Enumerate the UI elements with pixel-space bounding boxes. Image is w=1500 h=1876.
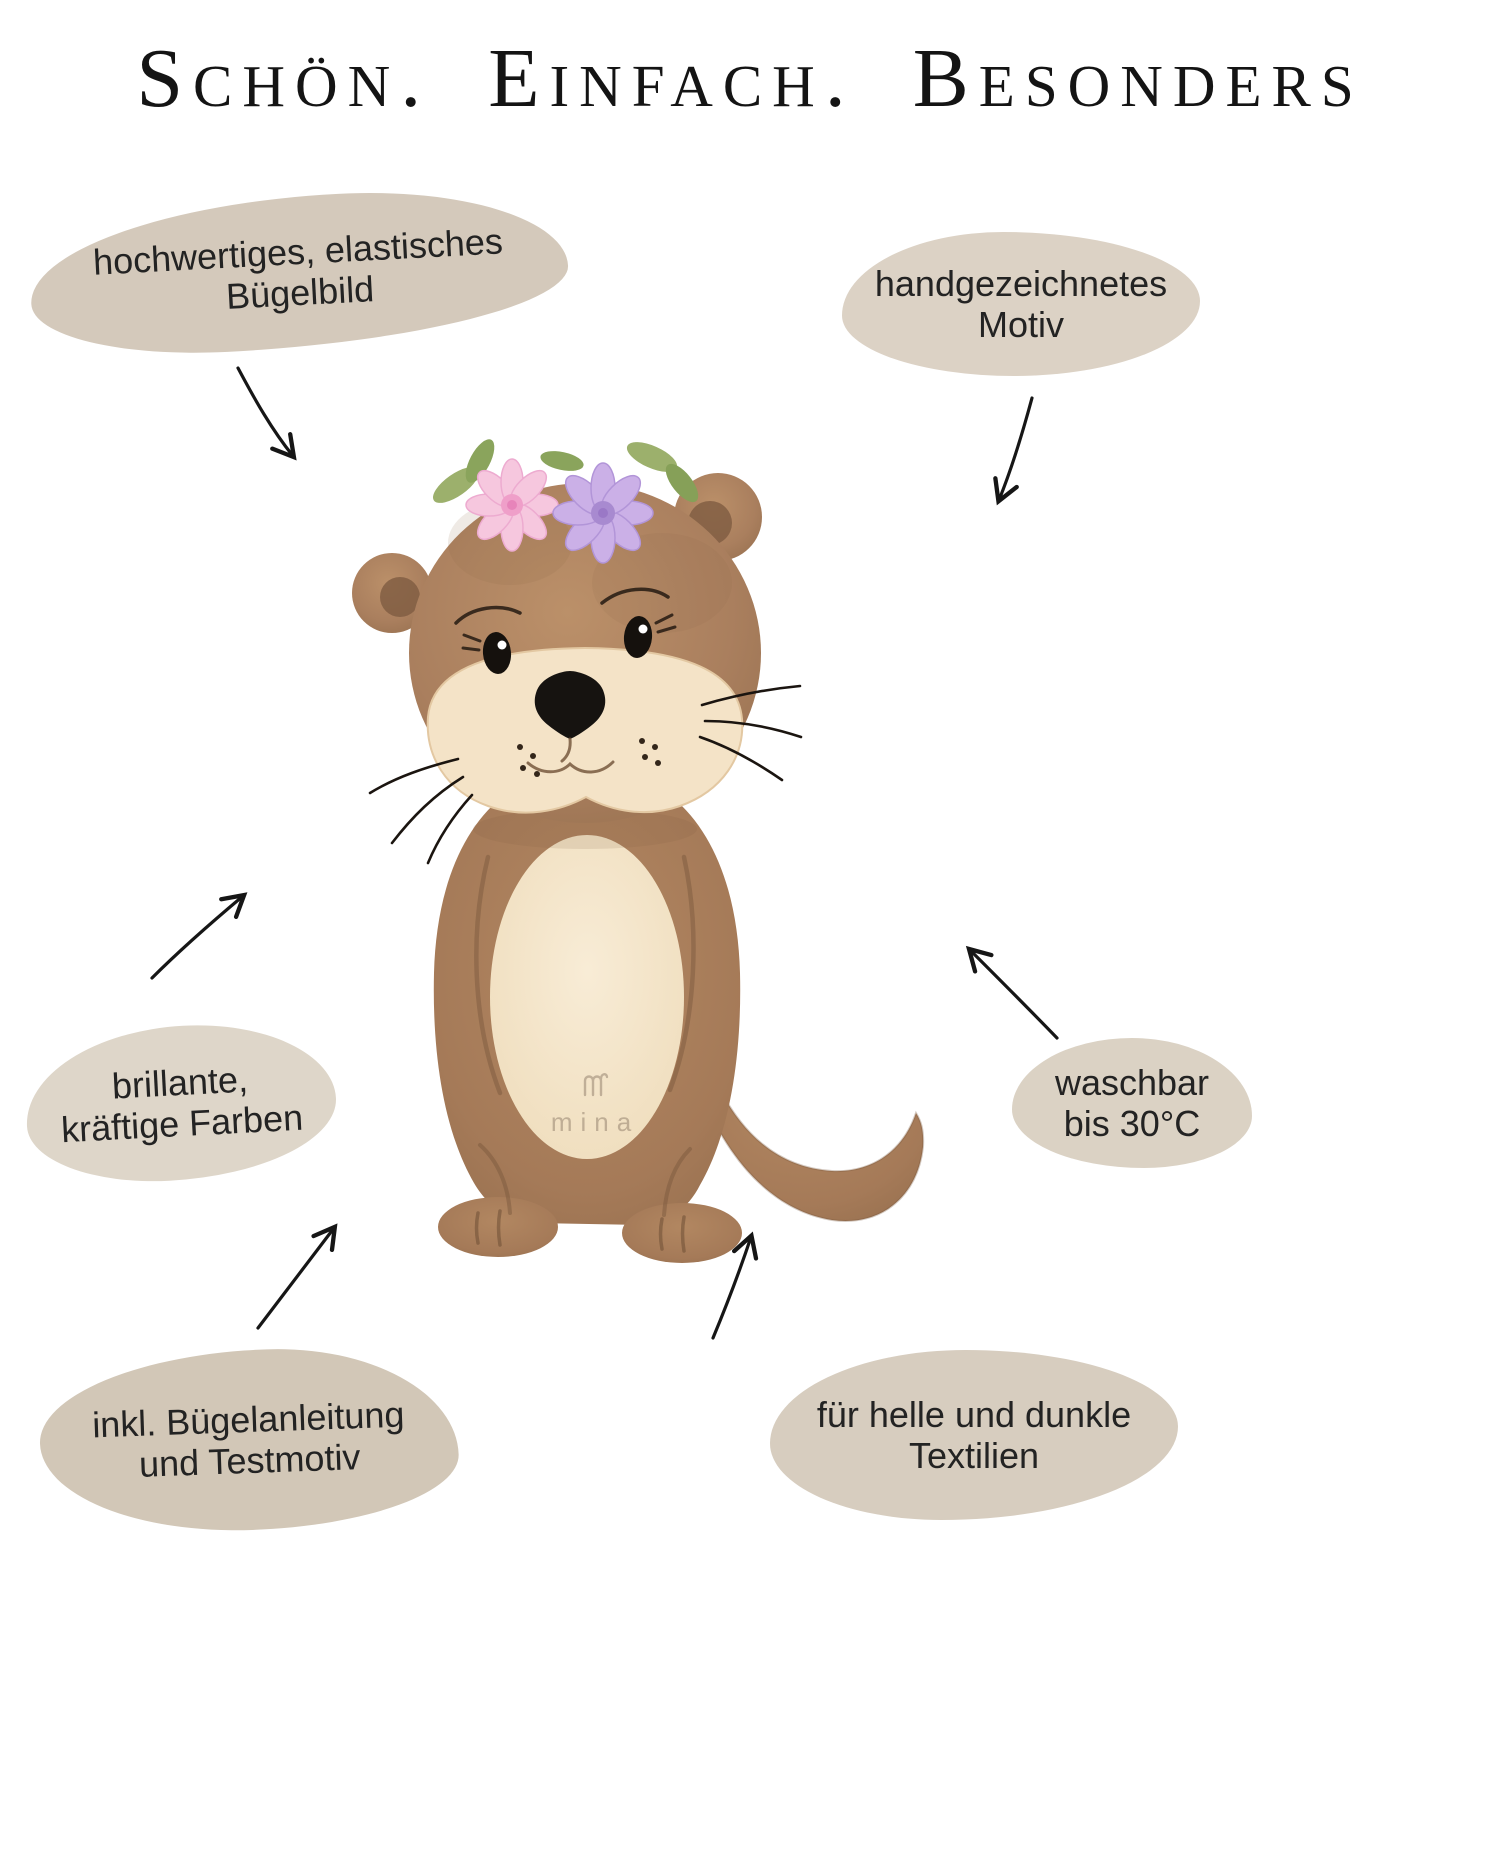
watermark-text: mina	[550, 1107, 640, 1137]
otter-nose	[534, 671, 606, 739]
arrow-mid-right-icon	[965, 945, 1059, 1040]
purple-flower	[552, 462, 654, 564]
feature-text-line: Textilien	[908, 1435, 1040, 1476]
otter-body	[433, 797, 742, 1263]
watermark: mina	[540, 1068, 650, 1138]
feature-blob-bottom-right: für helle und dunkle Textilien	[770, 1350, 1178, 1520]
arrow-mid-left-icon	[150, 892, 248, 980]
feature-blob-mid-right: waschbar bis 30°C	[1012, 1038, 1252, 1168]
feature-text-line: waschbar	[1054, 1061, 1210, 1103]
otter-mouth	[526, 737, 615, 774]
feature-text-line: kräftige Farben	[60, 1096, 305, 1151]
feature-text-line: Bügelbild	[225, 268, 376, 317]
arrow-top-left-icon	[236, 366, 297, 461]
feature-text-line: Motiv	[977, 304, 1064, 345]
feature-blob-top-right: handgezeichnetes Motiv	[842, 232, 1200, 376]
otter-tail	[680, 1016, 925, 1222]
feature-text-line: brillante,	[110, 1058, 249, 1107]
feature-blob-top-left: hochwertiges, elastisches Bügelbild	[26, 182, 572, 362]
arrow-bottom-left-icon	[256, 1223, 338, 1330]
feature-text-line: für helle und dunkle	[816, 1393, 1132, 1435]
feature-text-line: bis 30°C	[1063, 1103, 1201, 1144]
feature-text-line: und Testmotiv	[138, 1436, 362, 1485]
page-title: Schön. Einfach. Besonders	[136, 32, 1364, 125]
arrow-top-right-icon	[993, 396, 1034, 506]
otter-belly	[490, 835, 684, 1159]
feature-text-line: handgezeichnetes	[874, 262, 1168, 304]
otter-eyes	[454, 587, 677, 674]
otter-whiskers	[368, 684, 803, 865]
flower-crown	[433, 439, 699, 564]
feature-blob-mid-left: brillante, kräftige Farben	[22, 1017, 340, 1189]
otter-illustration	[352, 439, 925, 1263]
feature-blob-bottom-left: inkl. Bügelanleitung und Testmotiv	[36, 1342, 462, 1538]
whisker-dots	[517, 738, 661, 777]
mina-logo-icon	[583, 1073, 609, 1097]
pink-flower	[465, 458, 559, 552]
